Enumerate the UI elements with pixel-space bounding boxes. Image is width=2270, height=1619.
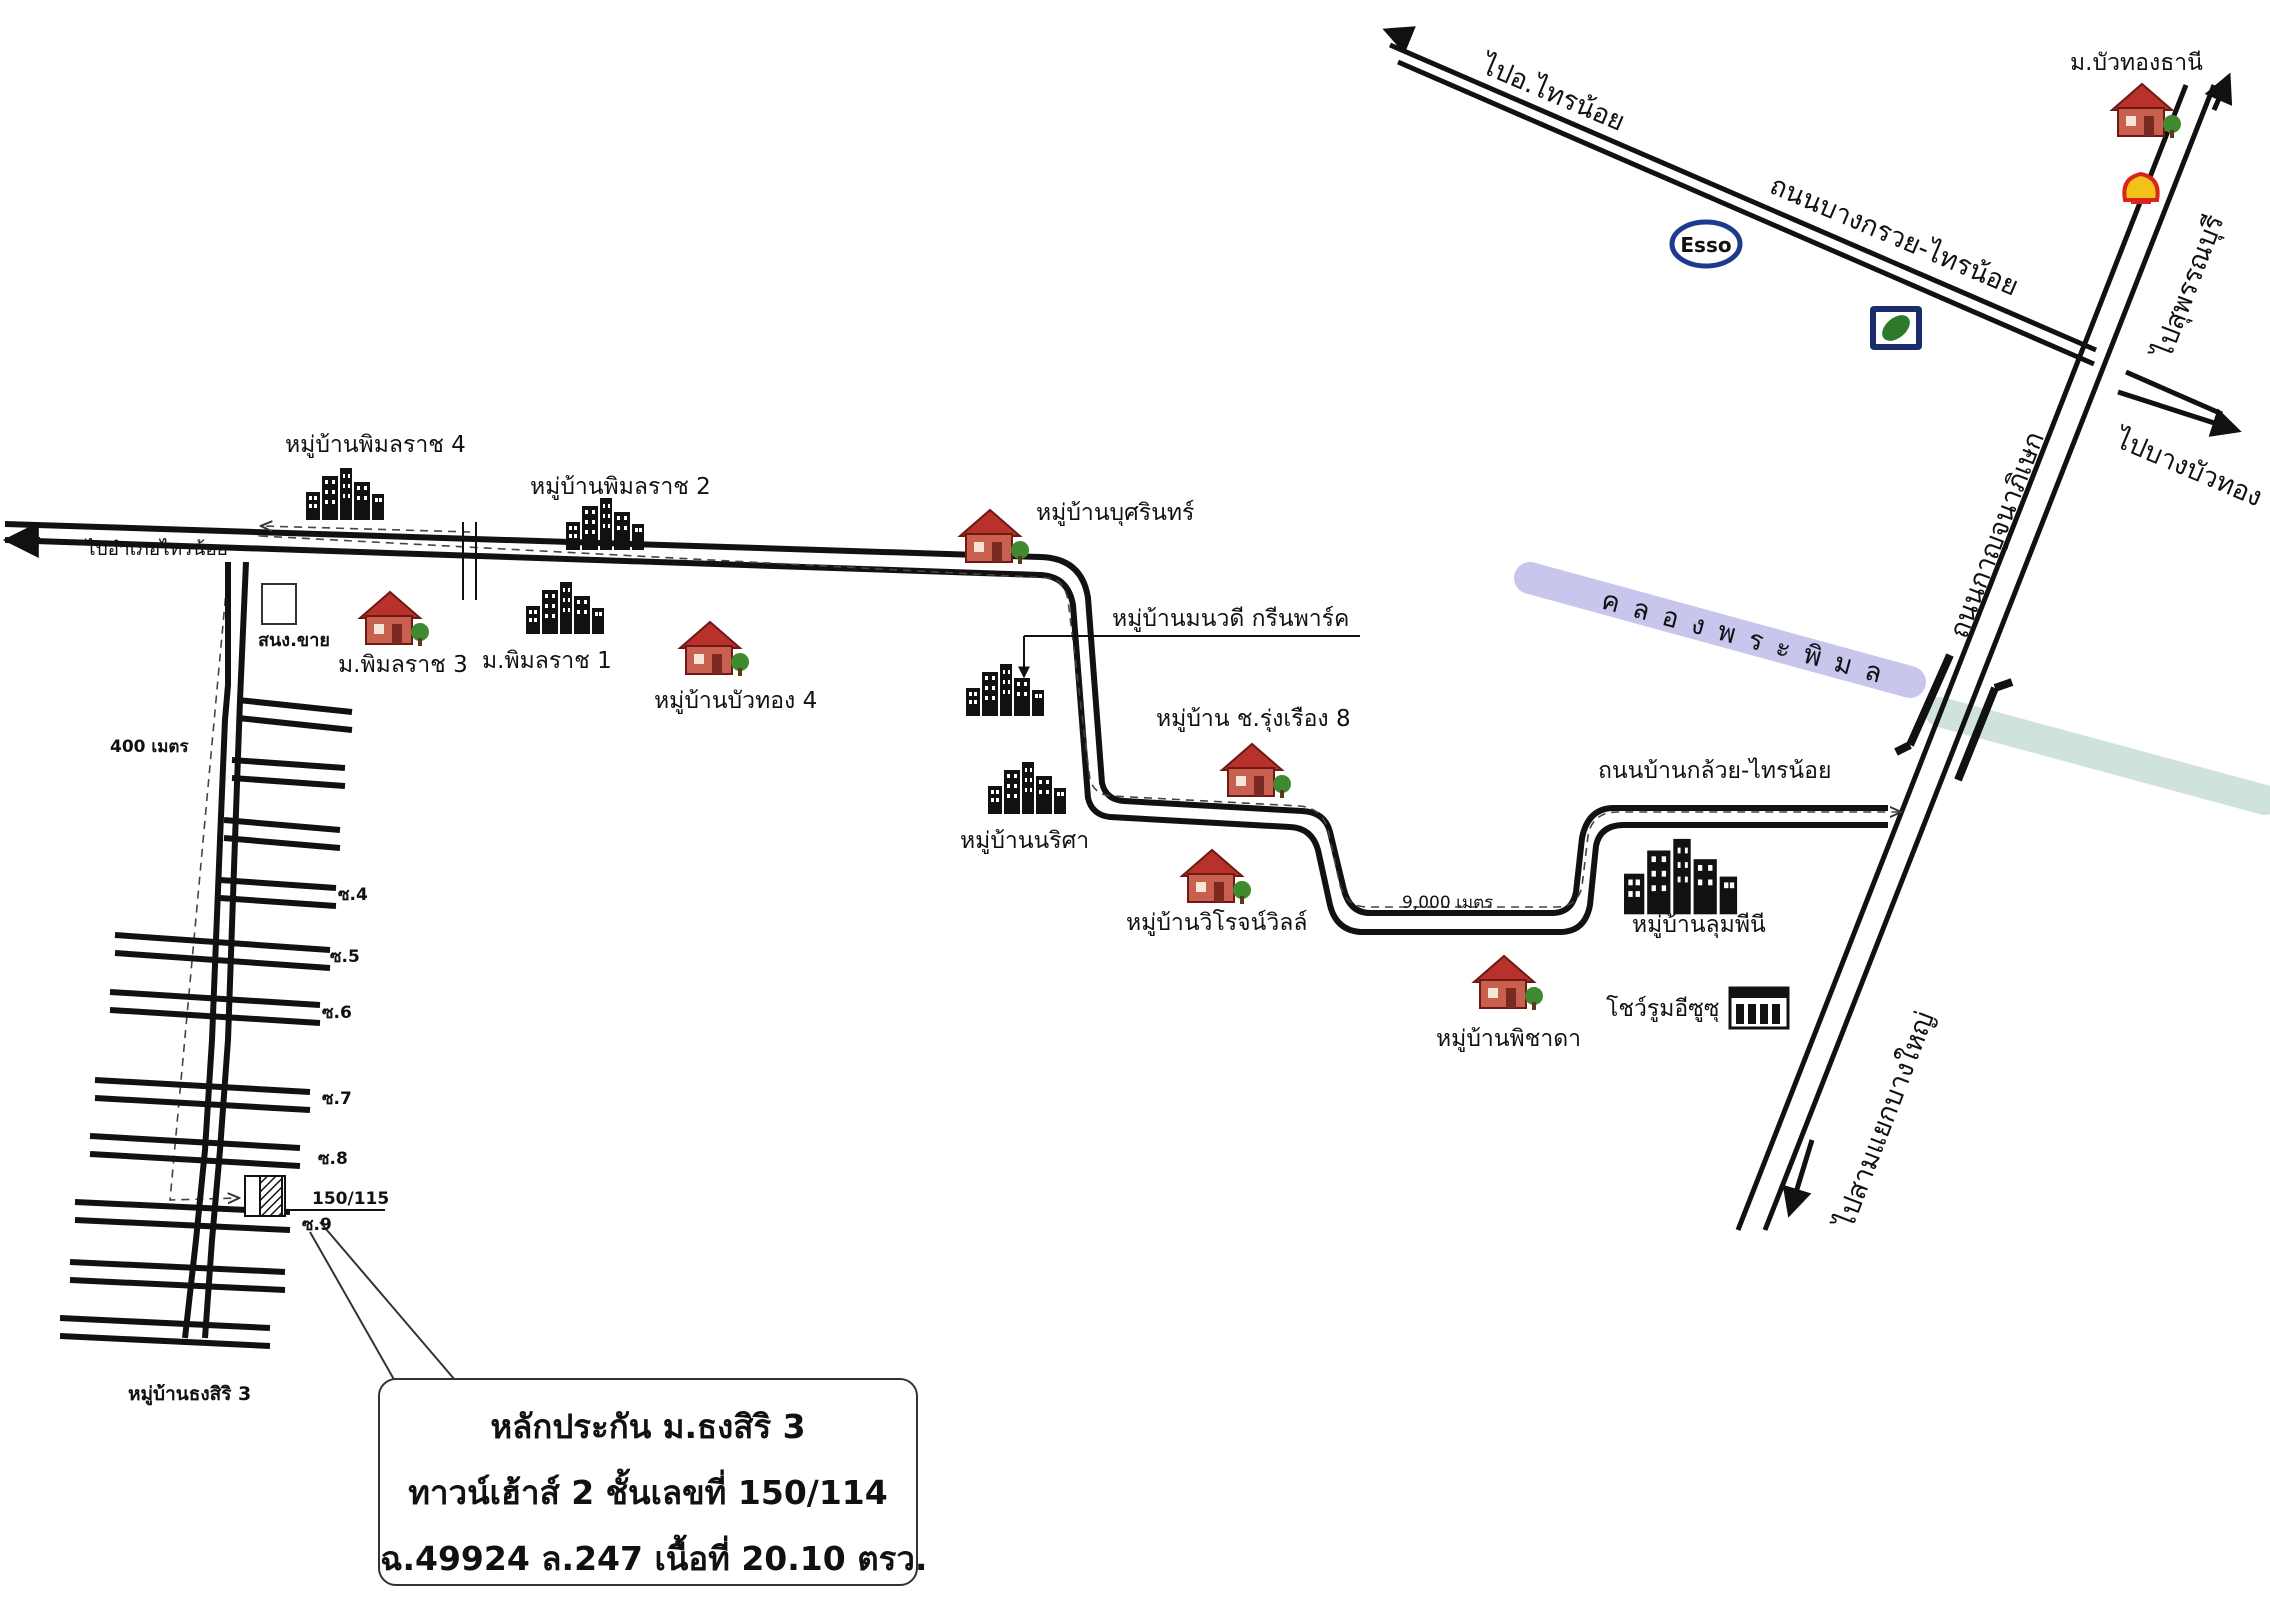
- canal-west: [1514, 562, 1926, 698]
- house-icon: [359, 591, 430, 647]
- bridge-right: [1954, 678, 2014, 782]
- esso-logo: Esso: [1669, 219, 1743, 269]
- label-pimonrat4: หมู่บ้านพิมลราช 4: [285, 432, 466, 458]
- buildings-icon: [526, 582, 604, 634]
- label-manawadee: หมู่บ้านมนวดี กรีนพาร์ค: [1112, 605, 1349, 632]
- sales-office-box: [261, 583, 297, 625]
- collateral-info-box: หลักประกัน ม.ธงสิริ 3 ทาวน์เฮ้าส์ 2 ชั้น…: [378, 1378, 927, 1586]
- label-to-bangyai: ไปสามแยกบางใหญ่: [1828, 1007, 1941, 1234]
- label-soi8: ซ.8: [318, 1149, 348, 1169]
- label-house-no: 150/115: [312, 1189, 389, 1209]
- info-line-2: ทาวน์เฮ้าส์ 2 ชั้นเลขที่ 150/114: [408, 1473, 888, 1512]
- callout-leader: [309, 1221, 456, 1391]
- label-narisa: หมู่บ้านนริศา: [960, 828, 1089, 854]
- label-soi4: ซ.4: [338, 885, 368, 905]
- lumpini-buildings-icon: [1624, 838, 1738, 915]
- label-soi9: ซ.9: [302, 1215, 332, 1235]
- house-icon: [2111, 83, 2182, 139]
- label-lumpini: หมู่บ้านลุมพีนี: [1632, 912, 1766, 938]
- main-road-inner: [4, 521, 1888, 916]
- buildings-icon: [306, 468, 384, 520]
- bangkruai-road-line-a: [1389, 42, 2097, 353]
- label-buathong4: หมู่บ้านบัวทอง 4: [654, 688, 817, 714]
- showroom-icon: [1728, 986, 1790, 1030]
- label-buririn: หมู่บ้านบุศรินทร์: [1036, 499, 1194, 526]
- house-icon: [679, 621, 750, 677]
- info-line-3: ฉ.49924 ล.247 เนื้อที่ 20.10 ตรว.: [380, 1539, 928, 1578]
- house-icon: [1221, 743, 1292, 799]
- soi-lines: [59, 697, 353, 1349]
- shell-logo: [2122, 171, 2160, 204]
- main-road-outer: [4, 537, 1888, 935]
- kanchanaphisek-road-line-b: [1762, 84, 2217, 1231]
- house-icon: [959, 509, 1030, 565]
- info-line-1: หลักประกัน ม.ธงสิริ 3: [490, 1407, 806, 1446]
- canal-east: [1925, 697, 2270, 815]
- buildings-icon: [966, 664, 1044, 716]
- label-viroj-villa: หมู่บ้านวิโรจน์วิลล์: [1126, 909, 1307, 936]
- label-to-amphoe-sainoi: ไปอำเภอไทรน้อย: [84, 538, 228, 560]
- label-showroom: โชว์รูมอีซูซุ: [1606, 995, 1719, 1022]
- to-bangbuathong-road-a: [2124, 369, 2224, 417]
- label-road-bankluai: ถนนบ้านกล้วย-ไทรน้อย: [1598, 757, 1831, 784]
- label-to-bangbuathong: ไปบางบัวทอง: [2109, 423, 2266, 513]
- to-bangyai-arrow: [1782, 1139, 1815, 1218]
- to-sainoi-arrow: [1382, 26, 1416, 54]
- bridge-left: [1894, 653, 1954, 756]
- label-soi7: ซ.7: [322, 1089, 352, 1109]
- label-to-suphanburi: ไปสุพรรณบุรี: [2147, 211, 2232, 365]
- label-m-pimonrat3: ม.พิมลราช 3: [338, 652, 468, 678]
- label-pichada: หมู่บ้านพิชาดา: [1436, 1026, 1581, 1052]
- bangkruai-road-line-b: [1397, 59, 2095, 367]
- buildings-icon: [566, 498, 644, 550]
- label-sanong-khai: สนง.ขาย: [258, 630, 330, 651]
- label-m-pimonrat1: ม.พิมลราช 1: [482, 648, 612, 674]
- kanchanaphisek-road-line-a: [1735, 84, 2189, 1231]
- route-dashed-arrow-west: [262, 526, 471, 533]
- label-distance-9000: 9,000 เมตร: [1402, 893, 1493, 913]
- svg-text:Esso: Esso: [1680, 233, 1731, 257]
- house-icon: [1473, 955, 1544, 1011]
- to-suphanburi-arrow: [2204, 72, 2233, 112]
- label-m-buathongthani: ม.บัวทองธานี: [2070, 50, 2203, 76]
- to-bangbuathong-road-b: [2117, 389, 2242, 437]
- soi-road-a: [182, 562, 231, 1339]
- label-soi5: ซ.5: [330, 947, 360, 967]
- label-thongsiri3: หมู่บ้านธงสิริ 3: [128, 1383, 251, 1406]
- label-rungruang8: หมู่บ้าน ช.รุ่งเรือง 8: [1156, 706, 1351, 732]
- label-khlong: คลองพระพิมล: [1598, 585, 1899, 693]
- label-soi6: ซ.6: [322, 1003, 352, 1023]
- label-pimonrat2: หมู่บ้านพิมลราช 2: [530, 474, 711, 500]
- buildings-icon: [988, 762, 1066, 814]
- leaf-station-logo: [1870, 306, 1922, 350]
- house-icon: [1181, 849, 1252, 905]
- plot-hatched: [259, 1175, 283, 1217]
- label-distance-400: 400 เมตร: [110, 737, 189, 757]
- label-road-kanchanaphisek: ถนนกาญจนาภิเษก: [1944, 428, 2051, 643]
